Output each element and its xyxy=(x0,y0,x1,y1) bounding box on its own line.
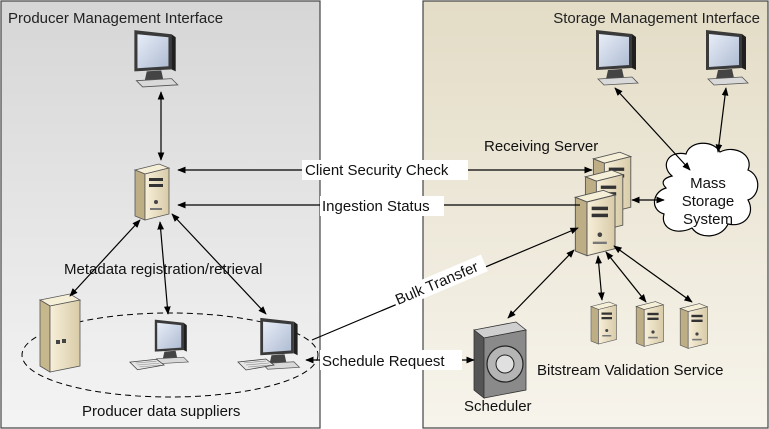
ingestion-status-label: Ingestion Status xyxy=(322,198,430,215)
arrow-server-to-monitor-1 xyxy=(157,221,171,315)
arrow-receiving-to-validation-1 xyxy=(595,255,605,301)
schedule-request-label: Schedule Request xyxy=(322,353,445,370)
bitstream-validation-label: Bitstream Validation Service xyxy=(537,362,723,379)
arrow-server-to-monitor-2 xyxy=(171,213,267,315)
producer-panel-title: Producer Management Interface xyxy=(8,10,223,27)
client-security-check-label: Client Security Check xyxy=(305,162,449,179)
scheduler-icon xyxy=(473,321,527,399)
arrow-monitor1-to-storage xyxy=(614,87,691,171)
receiving-server-front-icon xyxy=(574,189,616,257)
storage-panel-title: Storage Management Interface xyxy=(553,10,760,27)
ingestion-status-label-bg xyxy=(320,196,444,216)
receiving-server-label: Receiving Server xyxy=(484,138,598,155)
mass-storage-line3: System xyxy=(683,211,733,228)
mass-storage-line2: Storage xyxy=(682,193,735,210)
metadata-label: Metadata registration/retrieval xyxy=(64,261,262,278)
scheduler-label: Scheduler xyxy=(464,398,532,415)
validation-server-2-icon xyxy=(635,301,664,347)
validation-server-1-icon xyxy=(590,301,617,345)
arrow-server-to-mainframe xyxy=(69,219,141,297)
producer-server-icon xyxy=(134,163,170,221)
client-security-label-bg xyxy=(302,160,468,180)
arrow-monitor2-to-storage xyxy=(715,87,729,153)
arrow-receiving-to-validation-3 xyxy=(613,245,693,303)
supplier-mainframe-icon xyxy=(38,293,82,373)
arrow-scheduler-to-receiving xyxy=(507,249,575,319)
producer-data-suppliers-label: Producer data suppliers xyxy=(82,403,240,420)
validation-server-3-icon xyxy=(679,303,708,349)
schedule-request-label-bg xyxy=(320,350,462,370)
mass-storage-line1: Mass xyxy=(690,175,726,192)
mass-storage-cloud: Mass Storage System xyxy=(653,142,759,237)
